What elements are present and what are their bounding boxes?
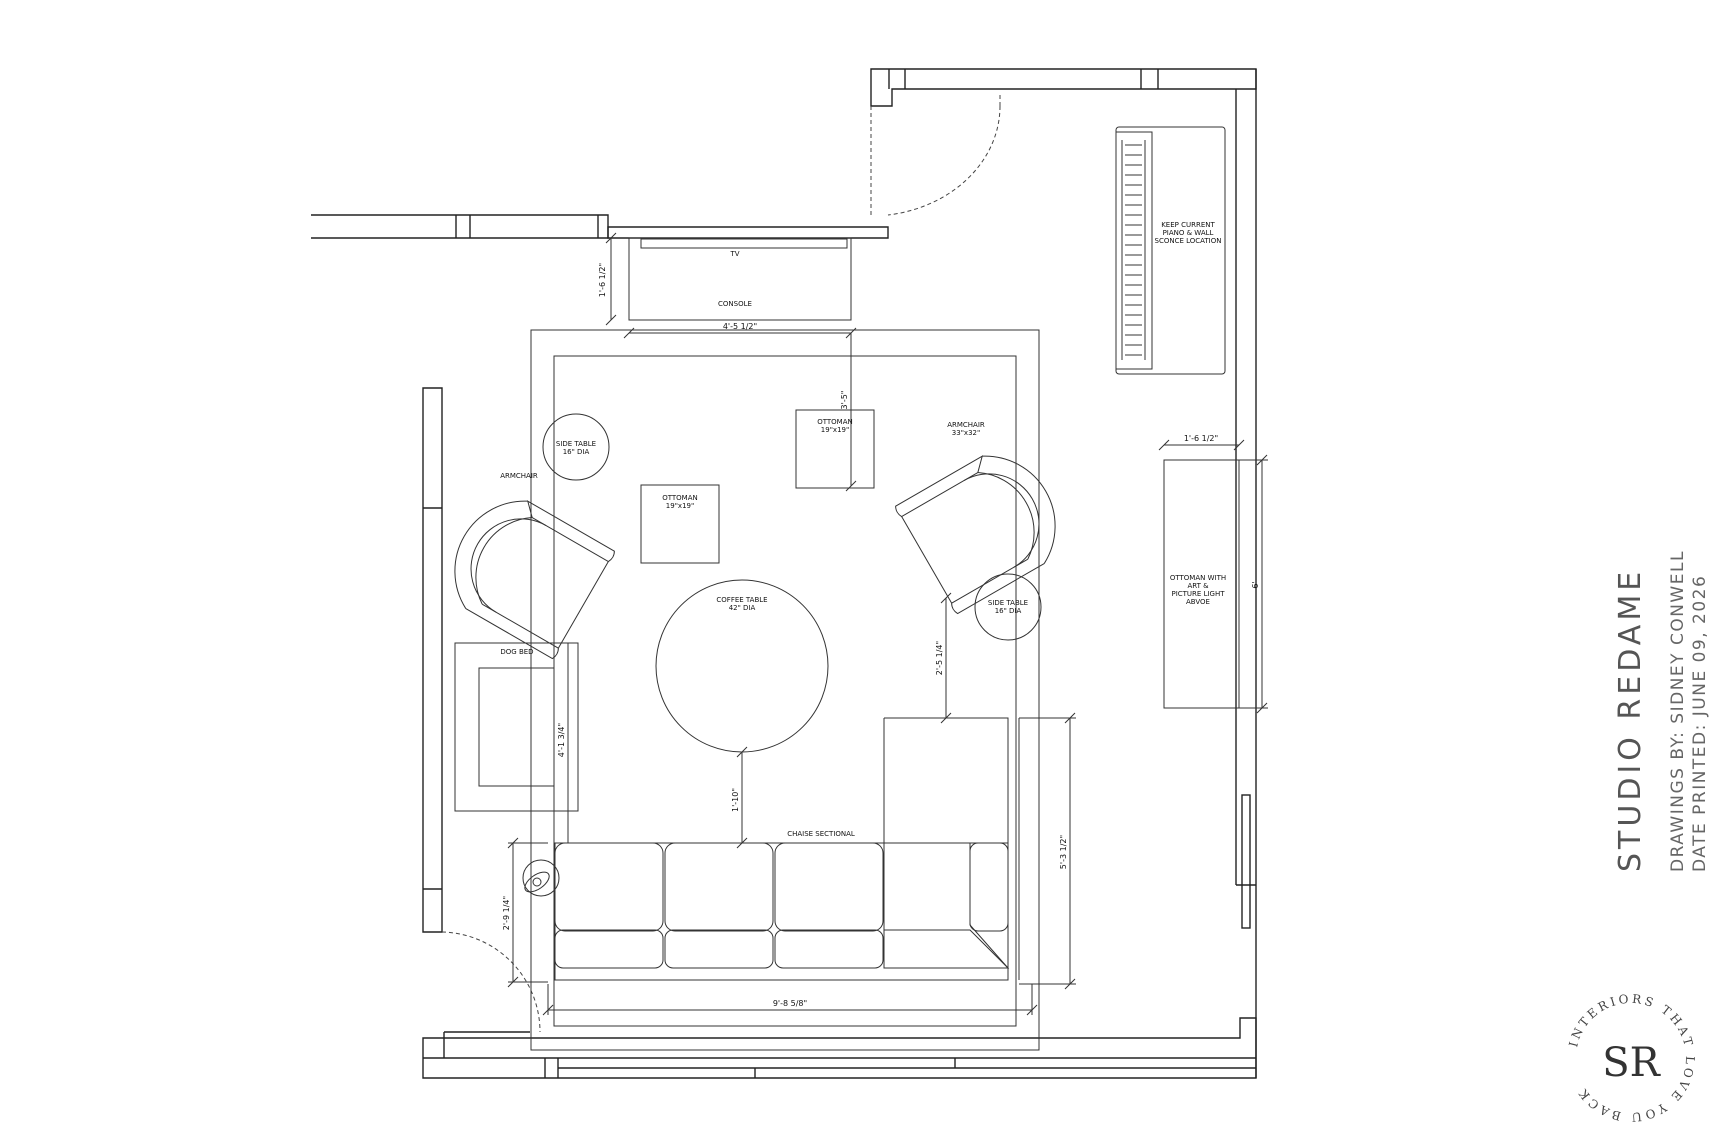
svg-text:COFFEE TABLE: COFFEE TABLE — [716, 596, 767, 604]
walls — [311, 68, 1257, 1079]
studio-name: STUDIO REDAME — [1613, 568, 1648, 872]
area-rug — [530, 329, 1040, 1051]
piano-note-3: SCONCE LOCATION — [1155, 237, 1222, 245]
chaise-sectional: CHAISE SECTIONAL — [554, 717, 1020, 981]
door-swings — [441, 95, 1001, 1033]
svg-text:16" DIA: 16" DIA — [563, 448, 590, 456]
dim-console-depth: 1'-6 1/2" — [598, 263, 607, 297]
svg-text:42" DIA: 42" DIA — [729, 604, 756, 612]
logo-monogram: SR — [1602, 1040, 1661, 1086]
svg-text:SIDE TABLE: SIDE TABLE — [988, 599, 1028, 607]
console-label: CONSOLE — [718, 300, 752, 308]
svg-text:SIDE TABLE: SIDE TABLE — [556, 440, 596, 448]
armchair-right-label-2: 33"x32" — [952, 429, 980, 437]
piano-note-1: KEEP CURRENT — [1161, 221, 1215, 229]
coffee-table: COFFEE TABLE 42" DIA — [655, 579, 829, 753]
title-block: STUDIO REDAME DRAWINGS BY: SIDNEY CONWEL… — [1613, 550, 1710, 872]
piano-note-2: PIANO & WALL — [1163, 229, 1214, 237]
studio-logo: INTERIORS THAT LOVE YOU BACK SR — [1566, 992, 1694, 1125]
dim-door-clear: 2'-9 1/4" — [502, 896, 511, 930]
ottoman-art: OTTOMAN WITH ART & PICTURE LIGHT ABVOE — [1163, 459, 1240, 709]
dim-coffee-gap: 1'-10" — [731, 788, 740, 812]
armchair-left — [454, 500, 615, 660]
dim-ottoman-art-depth: 1'-6 1/2" — [1184, 434, 1218, 443]
tv-label: TV — [729, 250, 739, 258]
dimension-lines: 1'-6 1/2" 4'-5 1/2" 3'-5" 2'-5 1/4" 4'-1… — [502, 232, 1268, 1016]
dim-chair-gap: 2'-5 1/4" — [935, 641, 944, 675]
ottoman-center: OTTOMAN 19"x19" — [640, 484, 720, 564]
date-printed: DATE PRINTED: JUNE 09, 2026 — [1690, 575, 1710, 872]
armchair-right-label-1: ARMCHAIR — [947, 421, 985, 429]
svg-text:19"x19": 19"x19" — [666, 502, 694, 510]
floor-lamp — [522, 859, 560, 897]
svg-text:16" DIA: 16" DIA — [995, 607, 1022, 615]
svg-text:OTTOMAN: OTTOMAN — [662, 494, 698, 502]
dog-bed-label: DOG BED — [500, 648, 533, 656]
svg-text:ART &: ART & — [1187, 582, 1209, 590]
svg-text:19"x19": 19"x19" — [821, 426, 849, 434]
side-table-left: SIDE TABLE 16" DIA — [542, 413, 610, 481]
drawings-by: DRAWINGS BY: SIDNEY CONWELL — [1668, 550, 1688, 872]
armchair-right — [895, 455, 1056, 615]
dim-sectional-depth: 5'-3 1/2" — [1059, 835, 1068, 869]
piano: KEEP CURRENT PIANO & WALL SCONCE LOCATIO… — [1115, 126, 1226, 375]
svg-text:PICTURE LIGHT: PICTURE LIGHT — [1171, 590, 1225, 598]
dim-console-width: 4'-5 1/2" — [723, 322, 757, 331]
tv-console: TV CONSOLE — [628, 237, 852, 321]
svg-text:OTTOMAN WITH: OTTOMAN WITH — [1170, 574, 1226, 582]
chaise-label: CHAISE SECTIONAL — [787, 830, 855, 838]
ottoman-top: OTTOMAN 19"x19" — [795, 409, 875, 489]
armchair-left-label: ARMCHAIR — [500, 472, 538, 480]
dim-sectional-width: 9'-8 5/8" — [773, 999, 807, 1008]
dim-ottoman-gap: 3'-5" — [840, 391, 849, 410]
side-table-right: SIDE TABLE 16" DIA — [974, 573, 1042, 641]
svg-text:ABVOE: ABVOE — [1186, 598, 1210, 606]
svg-text:OTTOMAN: OTTOMAN — [817, 418, 853, 426]
dim-ottoman-art-len: 6' — [1251, 581, 1260, 588]
dim-dog-bed: 4'-1 3/4" — [557, 723, 566, 757]
